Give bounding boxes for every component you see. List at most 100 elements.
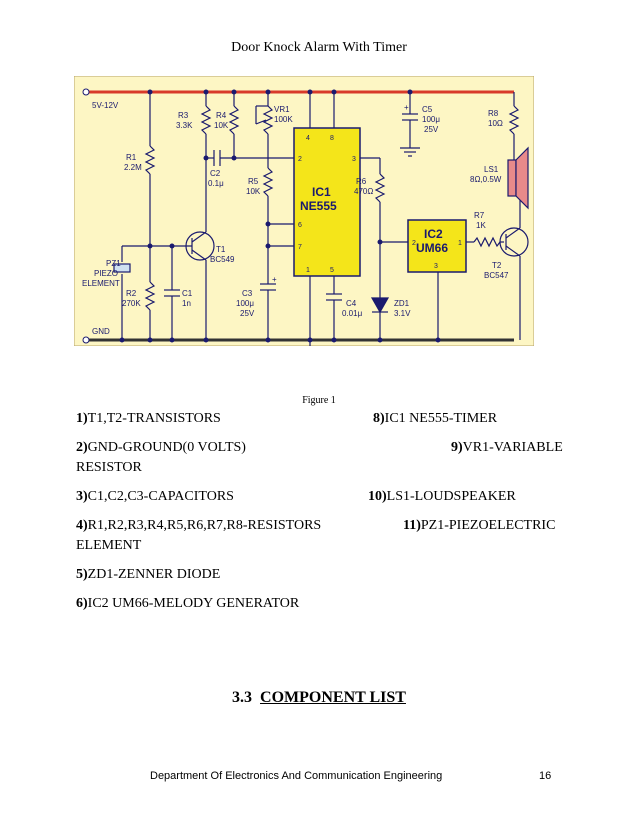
c3-value: 100μ <box>236 299 254 308</box>
section-number: 3.3 <box>232 689 253 706</box>
component-num: 11) <box>403 518 421 533</box>
zd1-name: ZD1 <box>394 299 410 308</box>
component-num: 2) <box>76 440 88 455</box>
c4-value: 0.01μ <box>342 309 363 318</box>
zd1-value: 3.1V <box>394 309 411 318</box>
r4-name: R4 <box>216 111 227 120</box>
r3-value: 3.3K <box>176 121 193 130</box>
t2-value: BC547 <box>484 271 509 280</box>
c5-voltage: 25V <box>424 125 439 134</box>
component-item-2: 2)GND-GROUND(0 VOLTS) <box>76 440 246 456</box>
page-number: 16 <box>539 770 552 782</box>
ic2-pin3: 3 <box>434 263 438 270</box>
c5-name: C5 <box>422 105 433 114</box>
pz1-name: PZ1 <box>106 259 121 268</box>
component-item-11-continued: ELEMENT <box>76 538 141 554</box>
circuit-schematic: 5V-12V GND R1 2.2M R2 270K R3 3.3K R4 10… <box>74 76 534 346</box>
c3-name: C3 <box>242 289 253 298</box>
component-num: 10) <box>368 489 387 504</box>
gnd-label: GND <box>92 327 110 336</box>
component-text: R1,R2,R3,R4,R5,R6,R7,R8-RESISTORS <box>87 518 322 533</box>
ic1-pin2: 2 <box>298 156 302 163</box>
component-text: ELEMENT <box>76 538 142 553</box>
ls1-value: 8Ω,0.5W <box>470 175 502 184</box>
t2-name: T2 <box>492 261 502 270</box>
component-item-8: 8)IC1 NE555-TIMER <box>373 411 497 427</box>
section-title: COMPONENT LIST <box>260 689 406 706</box>
component-num: 9) <box>451 440 463 455</box>
ic1-pin5: 5 <box>330 267 334 274</box>
section-heading: 3.3 COMPONENT LIST <box>0 689 638 707</box>
t1-value: BC549 <box>210 255 235 264</box>
c3-voltage: 25V <box>240 309 255 318</box>
r7-value: 1K <box>476 221 486 230</box>
ic1-pin3: 3 <box>352 156 356 163</box>
r3-name: R3 <box>178 111 189 120</box>
component-num: 8) <box>373 411 385 426</box>
pz1-label-piezo: PIEZO <box>94 269 118 278</box>
component-num: 1) <box>76 411 88 426</box>
c1-value: 1n <box>182 299 191 308</box>
ic2-pin2: 2 <box>412 240 416 247</box>
r7-name: R7 <box>474 211 485 220</box>
component-item-4: 4)R1,R2,R3,R4,R5,R6,R7,R8-RESISTORS <box>76 518 321 534</box>
c2-value: 0.1μ <box>208 179 224 188</box>
ic2-name: IC2 <box>424 227 443 241</box>
r8-value: 10Ω <box>488 119 503 128</box>
r2-value: 270K <box>122 299 141 308</box>
component-num: 3) <box>76 489 88 504</box>
component-item-3: 3)C1,C2,C3-CAPACITORS <box>76 489 234 505</box>
component-text: PZ1-PIEZOELECTRIC <box>420 518 556 533</box>
component-item-10: 10)LS1-LOUDSPEAKER <box>368 489 516 505</box>
r6-value: 470Ω <box>354 187 373 196</box>
r6-name: R6 <box>356 177 367 186</box>
ic2-type: UM66 <box>416 241 448 255</box>
component-text: VR1-VARIABLE <box>462 440 563 455</box>
r5-value: 10K <box>246 187 261 196</box>
ic1-pin8: 8 <box>330 135 334 142</box>
component-item-9: 9)VR1-VARIABLE <box>451 440 563 456</box>
pz1-label-element: ELEMENT <box>82 279 120 288</box>
component-text: GND-GROUND(0 VOLTS) <box>87 440 246 455</box>
c5-plus: + <box>404 103 409 112</box>
ic1-pin1: 1 <box>306 267 310 274</box>
ic1-pin7: 7 <box>298 244 302 251</box>
ls1-name: LS1 <box>484 165 499 174</box>
r1-value: 2.2M <box>124 163 142 172</box>
c5-value: 100μ <box>422 115 440 124</box>
component-text: IC2 UM66-MELODY GENERATOR <box>87 596 300 611</box>
c1-name: C1 <box>182 289 193 298</box>
vr1-value: 100K <box>274 115 293 124</box>
r1-name: R1 <box>126 153 137 162</box>
component-text: T1,T2-TRANSISTORS <box>87 411 221 426</box>
component-text: LS1-LOUDSPEAKER <box>386 489 516 504</box>
component-item-9-continued: RESISTOR <box>76 460 142 476</box>
component-text: C1,C2,C3-CAPACITORS <box>87 489 234 504</box>
ic1-name: IC1 <box>312 185 331 199</box>
ic2-pin1: 1 <box>458 240 462 247</box>
component-item-5: 5)ZD1-ZENNER DIODE <box>76 567 220 583</box>
ic1-pin6: 6 <box>298 222 302 229</box>
component-item-11: 11)PZ1-PIEZOELECTRIC <box>403 518 555 534</box>
component-num: 6) <box>76 596 88 611</box>
r4-value: 10K <box>214 121 229 130</box>
component-text: IC1 NE555-TIMER <box>384 411 498 426</box>
c4-name: C4 <box>346 299 357 308</box>
component-text: ZD1-ZENNER DIODE <box>87 567 221 582</box>
r5-name: R5 <box>248 177 259 186</box>
figure-caption: Figure 1 <box>302 395 336 406</box>
r8-name: R8 <box>488 109 499 118</box>
r2-name: R2 <box>126 289 137 298</box>
page-header-title: Door Knock Alarm With Timer <box>231 40 407 55</box>
component-text: RESISTOR <box>76 460 142 475</box>
supply-label: 5V-12V <box>92 101 119 110</box>
ic1-type: NE555 <box>300 199 337 213</box>
component-item-6: 6)IC2 UM66-MELODY GENERATOR <box>76 596 299 612</box>
component-num: 5) <box>76 567 88 582</box>
vr1-name: VR1 <box>274 105 290 114</box>
t1-name: T1 <box>216 245 226 254</box>
c3-plus: + <box>272 275 277 284</box>
ic1-pin4: 4 <box>306 135 310 142</box>
footer-department: Department Of Electronics And Communicat… <box>150 770 443 782</box>
component-item-1: 1)T1,T2-TRANSISTORS <box>76 411 221 427</box>
